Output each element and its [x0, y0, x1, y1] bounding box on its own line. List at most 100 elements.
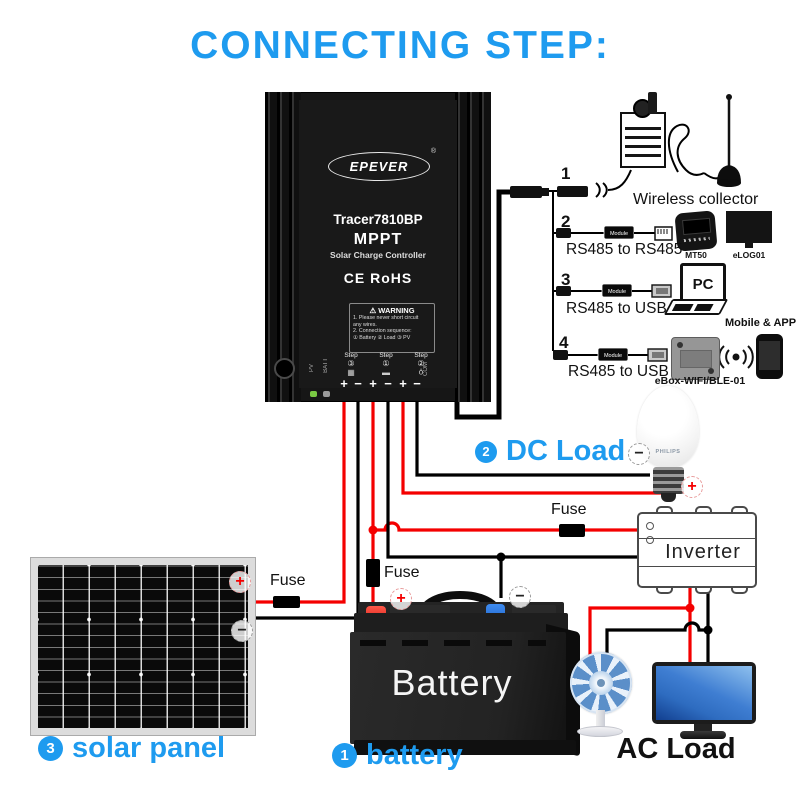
charge-controller: EPEVER ® Tracer7810BP MPPT Solar Charge …: [265, 92, 491, 402]
step-load: Step ② ϙ: [406, 352, 436, 377]
page-title: CONNECTING STEP:: [190, 24, 610, 67]
step-number: ③: [347, 359, 355, 368]
desk-fan: [566, 648, 642, 740]
warning-title-text: WARNING: [378, 306, 415, 315]
com-cable-path: [454, 189, 510, 420]
inverter-tab: [695, 588, 712, 594]
collector-stripes: [625, 121, 661, 163]
bulb-positive-sign: +: [681, 476, 703, 498]
certification-marks: CE RoHS: [343, 270, 413, 286]
junction-inverter-negative: [703, 625, 713, 635]
warning-title: ⚠ WARNING: [353, 306, 431, 315]
row1-lead: [607, 169, 632, 191]
step-number: ②: [417, 359, 425, 368]
terminal-battery-plus: +: [369, 376, 377, 391]
row1-disconnect-marks: [595, 182, 608, 198]
warning-line-1: 1. Please never short circuit: [353, 315, 419, 321]
inverter-panel-line: [639, 566, 755, 567]
mobile-app-label: Mobile & APP: [725, 317, 797, 329]
inverter-terminal: [646, 522, 654, 530]
antenna-base: [717, 165, 741, 183]
port-label-pv: PV: [309, 364, 315, 373]
bulb-screw-base: [653, 467, 684, 494]
elog01-label: eLOG01: [732, 250, 766, 260]
comm-row4-number: 4: [559, 333, 569, 352]
ebox-screw: [677, 342, 683, 348]
inverter: Inverter: [637, 506, 757, 594]
controller-model: Tracer7810BP: [333, 212, 423, 227]
warning-label: ⚠ WARNING 1. Please never short circuit …: [349, 303, 435, 353]
battery-mount: [390, 605, 450, 616]
row3-module-label: Module: [608, 289, 626, 295]
junction-battery-negative: [496, 552, 506, 562]
dc-load-number-badge: 2: [475, 440, 497, 463]
junction-battery-positive: [368, 525, 378, 535]
row4-plug: [553, 350, 568, 360]
ebox-screw: [708, 368, 714, 374]
wire-battery-to-inverter-positive: [373, 521, 637, 532]
battery-fuse-label: Fuse: [384, 564, 420, 581]
inverter-tab: [656, 588, 673, 594]
row2-module-label: Module: [610, 231, 628, 237]
fuses: [273, 524, 585, 608]
row3-cable: Module: [556, 283, 672, 298]
monitor-screen: [656, 666, 752, 720]
brand-logo: EPEVER ®: [328, 148, 436, 181]
warning-icon: ⚠: [369, 306, 377, 315]
battery-icon: ▬: [382, 368, 390, 377]
row3-plug: [556, 286, 571, 296]
step-battery: Step ① ▬: [371, 352, 401, 377]
step-label: Step: [379, 352, 393, 359]
ebox-device: [671, 337, 720, 380]
monitor-stand: [694, 724, 712, 732]
ac-load-caption: AC Load: [616, 733, 736, 765]
dc-load-caption-text: DC Load: [506, 435, 626, 467]
solar-panel: [30, 557, 256, 736]
comm-row3-number: 3: [561, 270, 571, 289]
mt50-label: MT50: [685, 250, 707, 260]
junction-inverter-positive: [685, 603, 695, 613]
pc-keyboard: [663, 299, 729, 315]
comm-row2-number: 2: [561, 212, 571, 231]
com-plug: [510, 186, 542, 198]
comm-row1-label: Wireless collector: [633, 191, 759, 208]
terminal-pv-minus: −: [354, 376, 362, 391]
solar-panel-number-badge: 3: [38, 736, 63, 761]
fan-stand: [596, 710, 605, 730]
wire-load-negative: [415, 396, 650, 477]
fuse-battery: [366, 559, 380, 587]
led-bulb: PHILIPS: [630, 383, 708, 507]
terminal-load-minus: −: [413, 376, 421, 391]
battery-mount: [512, 605, 556, 616]
panel-fuse-label: Fuse: [270, 572, 306, 589]
battery-caption: 1 battery: [332, 739, 463, 772]
mt50-buttons: [683, 236, 710, 243]
fuse-solar: [273, 596, 300, 608]
collector-antenna-stub: [648, 92, 657, 114]
battery-body: [350, 632, 566, 744]
fuse-inverter: [559, 524, 585, 537]
heatsink-fins-right: [455, 92, 491, 402]
round-connector: [274, 358, 295, 379]
pc-key-block: [671, 304, 694, 311]
step-number: ①: [382, 359, 390, 368]
inverter-label: Inverter: [665, 541, 741, 563]
status-led-gray: [323, 391, 330, 397]
solar-panel-caption: 3 solar panel: [38, 732, 225, 765]
row4-usb-inner: [652, 352, 664, 358]
terminal-battery-minus: −: [384, 376, 392, 391]
inverter-tab: [656, 506, 673, 512]
port-label-batt: BATT: [323, 358, 329, 373]
row1-connector: [557, 94, 741, 198]
battery-label: Battery: [391, 662, 513, 703]
wire-inverter-out-negative: [605, 586, 710, 664]
row1-plug: [557, 186, 588, 197]
panel-positive-sign: +: [229, 571, 251, 593]
wireless-collector-device: [620, 112, 666, 168]
solar-panel-caption-text: solar panel: [72, 732, 226, 764]
port-label-com: COM: [423, 362, 429, 376]
terminal-pv-plus: +: [340, 376, 348, 391]
inverter-fuse-label: Fuse: [551, 501, 587, 518]
registered-mark: ®: [430, 148, 436, 155]
inverter-terminal: [646, 536, 654, 544]
